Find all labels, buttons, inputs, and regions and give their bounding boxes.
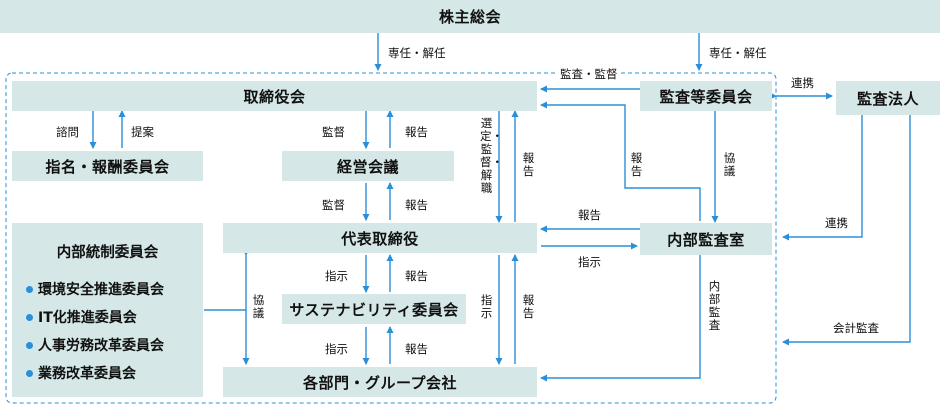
label-report-dept: 報告	[405, 342, 428, 356]
management-meeting-box: 経営会議	[282, 151, 454, 181]
board-scope-dashed-border	[5, 72, 777, 404]
label-report-rep-to-board: 報告	[522, 151, 535, 178]
label-accounting-audit: 会計監査	[833, 321, 879, 335]
arrow-accounting-audit	[782, 115, 911, 346]
label-instruct-rep-to-dept: 指示	[480, 293, 493, 320]
representative-director-box: 代表取締役	[223, 223, 537, 253]
audit-committee-label: 監査等委員会	[659, 87, 753, 106]
label-supervise-mgmt: 監督	[322, 125, 345, 139]
audit-firm-label: 監査法人	[856, 89, 919, 108]
label-instruct-sus: 指示	[325, 269, 348, 283]
label-audit-supervise: 監査・監督	[558, 66, 620, 82]
label-report-rep-to-internal: 報告	[578, 208, 601, 222]
sub-committee-list: 環境安全推進委員会 IT化推進委員会 人事労務改革委員会 業務改革委員会	[26, 275, 164, 387]
sub-committee-item: 業務改革委員会	[26, 359, 164, 387]
nomination-committee-box: 指名・報酬委員会	[12, 151, 203, 181]
internal-control-committee-box: 内部統制委員会 環境安全推進委員会 IT化推進委員会 人事労務改革委員会 業務改…	[12, 223, 203, 397]
label-appoint-audit: 専任・解任	[709, 46, 767, 60]
internal-control-committee-label: 内部統制委員会	[56, 245, 159, 261]
departments-label: 各部門・グループ会社	[302, 373, 458, 392]
internal-audit-label: 内部監査室	[667, 230, 745, 249]
sub-committee-item: 環境安全推進委員会	[26, 275, 164, 303]
label-report-rep: 報告	[405, 198, 428, 212]
bullet-icon	[26, 369, 33, 377]
arrow-audit-firm-to-internal	[782, 109, 866, 241]
label-propose: 提案	[131, 125, 154, 139]
label-report-mgmt: 報告	[405, 125, 428, 139]
label-select-supervise-dismiss: 選定・監督・解職	[480, 116, 503, 195]
label-cooperation-mid: 連携	[825, 216, 848, 230]
label-instruct-dept: 指示	[325, 342, 348, 356]
label-consult: 諮問	[56, 125, 79, 139]
sub-committee-item: IT化推進委員会	[26, 303, 164, 331]
sustainability-committee-box: サステナビリティ委員会	[282, 294, 466, 324]
sub-committee-item: 人事労務改革委員会	[26, 331, 164, 359]
label-report-internal-to-audit: 報告	[630, 151, 643, 178]
label-internal-audit-dept: 内部監査	[708, 279, 721, 332]
label-appoint-board: 専任・解任	[388, 46, 446, 60]
label-instruct-rep-to-internal: 指示	[578, 255, 601, 269]
sustainability-committee-label: サステナビリティ委員会	[289, 300, 459, 319]
management-meeting-label: 経営会議	[336, 157, 399, 176]
label-report-dept-to-rep: 報告	[522, 293, 535, 320]
arrow-internal-to-dept	[540, 255, 701, 382]
shareholders-box: 株主総会	[0, 0, 940, 33]
internal-audit-box: 内部監査室	[640, 223, 772, 255]
board-label: 取締役会	[243, 87, 306, 106]
board-box: 取締役会	[12, 81, 537, 111]
label-report-sus: 報告	[405, 269, 428, 283]
label-supervise-rep: 監督	[322, 198, 345, 212]
representative-director-label: 代表取締役	[341, 229, 419, 248]
bullet-icon	[26, 285, 33, 293]
label-cooperation-top: 連携	[791, 76, 814, 90]
audit-committee-box: 監査等委員会	[640, 81, 772, 111]
departments-box: 各部門・グループ会社	[223, 367, 537, 397]
label-collaborate-control: 協議	[252, 293, 265, 320]
bullet-icon	[26, 313, 33, 321]
label-collaborate-audit: 協議	[723, 151, 736, 178]
audit-firm-box: 監査法人	[836, 81, 940, 115]
shareholders-label: 株主総会	[438, 8, 501, 26]
arrow-internal-to-board	[540, 101, 701, 221]
nomination-committee-label: 指名・報酬委員会	[45, 157, 170, 176]
bullet-icon	[26, 341, 33, 349]
